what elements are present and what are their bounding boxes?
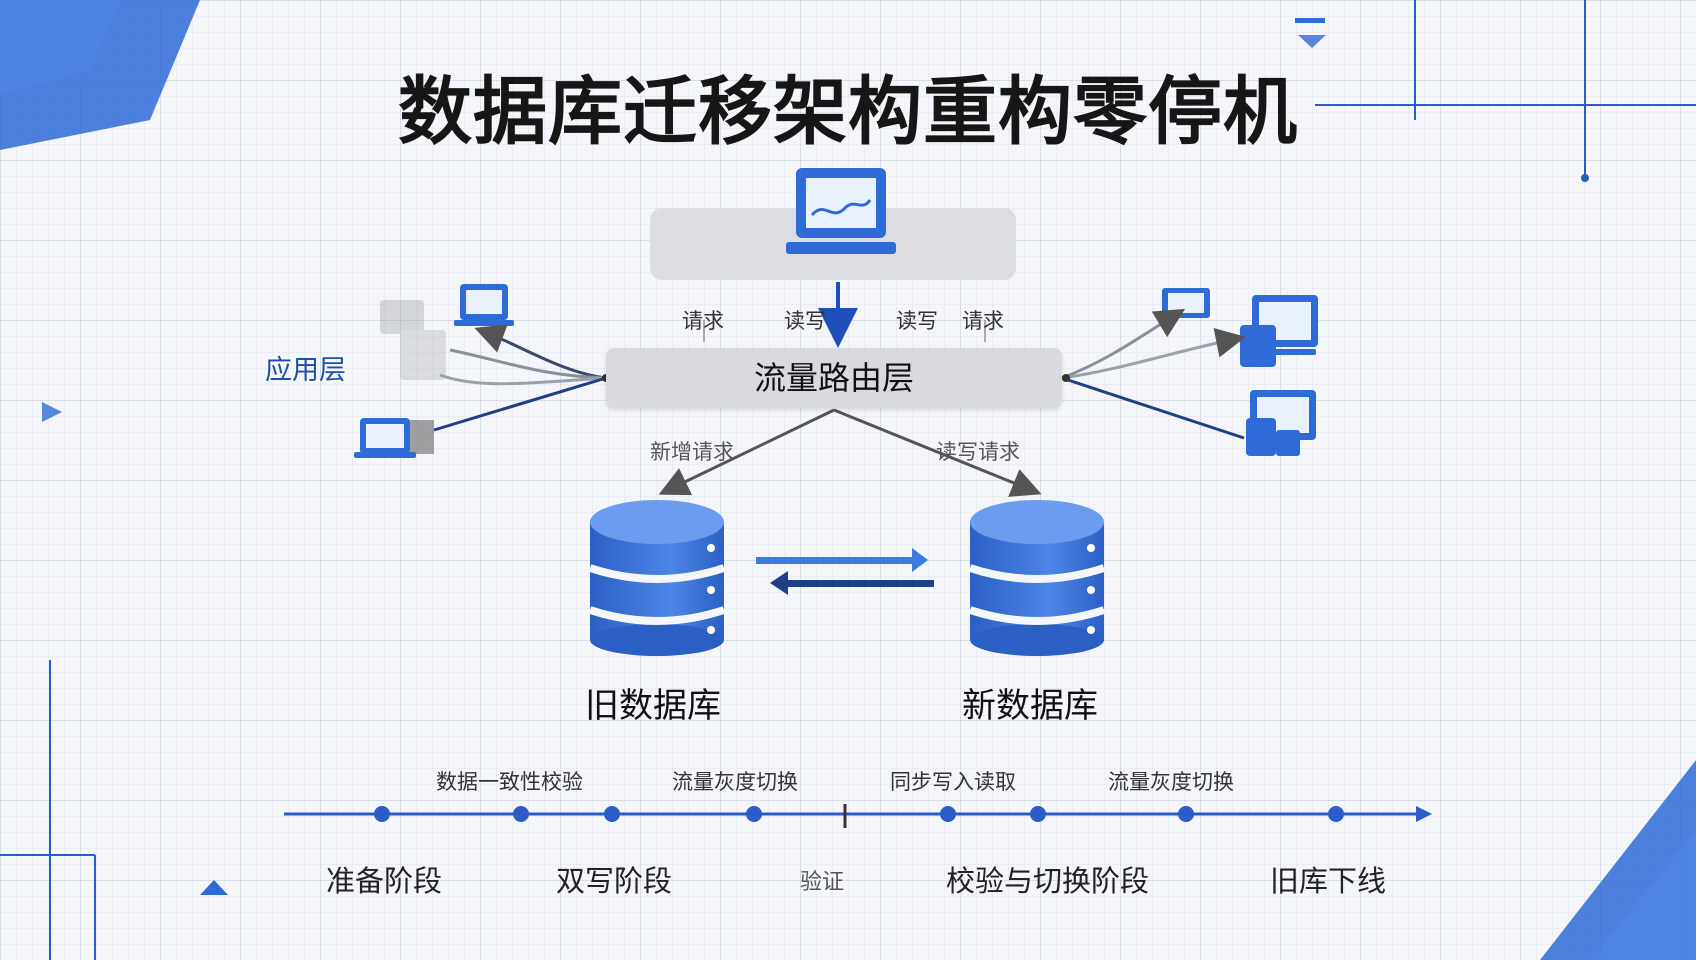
database-icon: [968, 500, 1106, 656]
timeline-top-label: 流量灰度切换: [672, 770, 798, 794]
timeline-dot: [374, 806, 390, 822]
branch-label-left: 新增请求: [650, 440, 734, 464]
timeline-dot: [604, 806, 620, 822]
page-title: 数据库迁移架构重构零停机: [398, 69, 1298, 155]
timeline-phase: 验证: [800, 870, 845, 895]
timeline-dot: [940, 806, 956, 822]
branch-label-right: 读写请求: [936, 440, 1020, 464]
timeline-top-label: 数据一致性校验: [436, 770, 583, 794]
timeline-dot: [513, 806, 529, 822]
router-label: 流量路由层: [753, 359, 914, 397]
app-layer-label: 应用层: [265, 355, 346, 386]
timeline-dot: [1328, 806, 1344, 822]
database-icon: [588, 500, 726, 656]
timeline-dot: [746, 806, 762, 822]
timeline-dot: [1030, 806, 1046, 822]
request-label: 请求: [962, 309, 1004, 333]
timeline-top-label: 流量灰度切换: [1108, 770, 1234, 794]
read-write-label: 读写: [896, 309, 938, 333]
timeline-top-label: 同步写入读取: [890, 770, 1016, 794]
timeline-dot: [1178, 806, 1194, 822]
monitor-icon: [1246, 390, 1316, 456]
timeline-phase: 校验与切换阶段: [946, 864, 1150, 898]
request-label: 请求: [682, 309, 724, 333]
traffic-router: 流量路由层: [606, 348, 1062, 408]
timeline-phase: 准备阶段: [326, 864, 443, 898]
sync-arrows-icon: [756, 548, 934, 595]
server-icon: [380, 300, 446, 380]
monitor-icon: [454, 284, 514, 326]
tablet-icon: [1162, 288, 1210, 318]
timeline: [284, 804, 1432, 828]
old-database-label: 旧数据库: [585, 686, 721, 726]
timeline-phase: 双写阶段: [556, 864, 673, 898]
timeline-phase: 旧库下线: [1270, 864, 1387, 898]
new-database-label: 新数据库: [962, 686, 1098, 726]
laptop-icon: [786, 168, 896, 254]
laptop-icon: [354, 418, 434, 458]
monitor-icon: [1240, 295, 1318, 367]
read-write-label: 读写: [784, 309, 826, 333]
